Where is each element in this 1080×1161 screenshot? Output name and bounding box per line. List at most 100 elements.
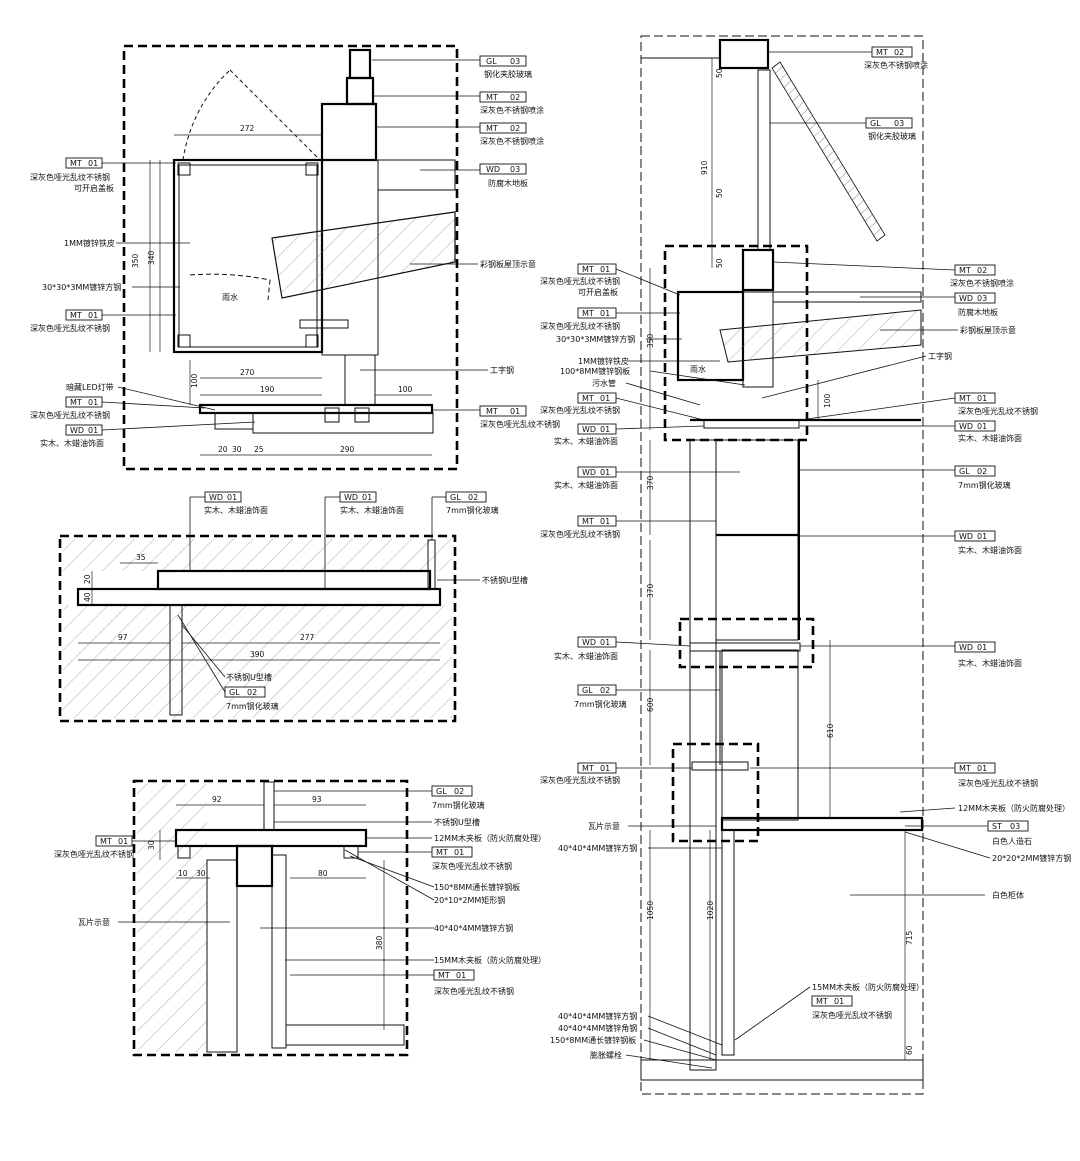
svg-text:深灰色哑光乱纹不锈钢: 深灰色哑光乱纹不锈钢 [540,321,620,331]
note-ibeam-r: 工字钢 [761,351,952,399]
svg-text:02: 02 [977,266,987,275]
tag-wd01-r2: WD 01 实木、木蜡油饰面 [800,530,1022,555]
svg-text:10: 10 [178,869,188,878]
dim-270: 270 [240,368,255,377]
svg-text:715: 715 [905,930,914,945]
note-uchannel-b1: 不锈钢U型槽 [437,575,528,585]
svg-text:深灰色哑光乱纹不锈钢: 深灰色哑光乱纹不锈钢 [540,276,620,286]
tag-mt01-a-mid: MT 01 深灰色哑光乱纹不锈钢 [30,309,176,333]
svg-text:深灰色哑光乱纹不锈钢: 深灰色哑光乱纹不锈钢 [30,172,110,182]
svg-text:01: 01 [600,309,610,318]
svg-text:01: 01 [88,159,98,168]
tag-wd01-l3: WD 01 实木、木蜡油饰面 [554,636,691,661]
tag-wd01-r1: WD 01 实木、木蜡油饰面 [800,420,1022,443]
dim-100b: 100 [398,385,413,394]
rain-label-a: 雨水 [222,292,238,302]
svg-text:01: 01 [600,265,610,274]
svg-text:02: 02 [894,48,904,57]
note-galvtube-c: 40*40*4MM镀锌方钢 [260,923,513,933]
tag-mt01-c-left: MT 01 深灰色哑光乱纹不锈钢 [54,835,176,859]
svg-text:01: 01 [977,422,987,431]
cover-swing-arc [182,69,231,161]
svg-text:可开启盖板: 可开启盖板 [578,287,618,297]
svg-text:GL: GL [486,57,497,66]
svg-text:30*30*3MM镀锌方钢: 30*30*3MM镀锌方钢 [42,282,121,292]
svg-text:390: 390 [250,650,265,659]
tag-wd01-b2: WD 01 实木、木蜡油饰面 [324,491,404,589]
svg-text:MT: MT [436,848,448,857]
svg-text:40*40*4MM镀锌角钢: 40*40*4MM镀锌角钢 [558,1023,637,1033]
tag-mt01-r2: MT 01 深灰色哑光乱纹不锈钢 [750,762,1038,788]
svg-text:01: 01 [977,643,987,652]
svg-text:MT: MT [959,764,971,773]
tag-wd01-r3: WD 01 实木、木蜡油饰面 [800,641,1022,668]
svg-text:工字钢: 工字钢 [928,351,952,361]
note-sewage-l: 污水管 [592,378,701,406]
svg-text:MT: MT [582,394,594,403]
svg-text:深灰色哑光乱纹不锈钢: 深灰色哑光乱纹不锈钢 [480,419,560,429]
svg-text:7mm钢化玻璃: 7mm钢化玻璃 [446,505,499,515]
svg-text:01: 01 [88,426,98,435]
note-laminated-glass: 钢化夹胶玻璃 [484,69,532,79]
svg-text:MT: MT [959,266,971,275]
svg-text:40: 40 [83,592,92,602]
dim-190: 190 [260,385,275,394]
svg-text:MT: MT [582,764,594,773]
tag-st03-r: ST 03 白色人造石 [905,820,1032,846]
glass-top-a [348,48,372,80]
svg-text:40*40*4MM镀锌方钢: 40*40*4MM镀锌方钢 [434,923,513,933]
detail-b: 35 20 40 97 277 390 WD 01 实木、木蜡油饰面 WD 01… [58,491,528,723]
svg-text:01: 01 [362,493,372,502]
svg-text:MT: MT [486,93,498,102]
svg-text:MT: MT [486,407,498,416]
svg-text:实木、木蜡油饰面: 实木、木蜡油饰面 [554,480,618,490]
svg-text:03: 03 [1010,822,1020,831]
roof-sheet-a [271,211,456,299]
svg-text:深灰色哑光乱纹不锈钢: 深灰色哑光乱纹不锈钢 [958,406,1038,416]
tag-gl02-c: GL 02 7mm钢化玻璃 [274,785,485,810]
tag-mt01-l5: MT 01 深灰色哑光乱纹不锈钢 [540,762,692,785]
svg-text:彩钢板屋顶示意: 彩钢板屋顶示意 [960,325,1016,335]
svg-text:20: 20 [83,574,92,584]
svg-text:MT: MT [582,309,594,318]
tag-mt01-bottom-r: 15MM木夹板（防火防腐处理） MT 01 深灰色哑光乱纹不锈钢 [734,982,924,1041]
tag-gl03-r: GL 03 钢化夹胶玻璃 [770,117,916,141]
svg-text:01: 01 [977,764,987,773]
svg-text:MT: MT [959,394,971,403]
svg-text:01: 01 [600,425,610,434]
note-galvtube40-l: 40*40*4MM镀锌方钢 [558,843,722,853]
svg-text:02: 02 [510,124,520,133]
svg-text:50: 50 [715,68,724,78]
note-galv-sheet-a: 1MM镀锌铁皮 [64,238,190,248]
note-plywood15-c: 15MM木夹板（防火防腐处理） [285,955,546,965]
svg-text:370: 370 [646,583,655,598]
svg-text:白色柜体: 白色柜体 [992,890,1024,900]
svg-text:WD: WD [959,532,973,541]
dim-30: 30 [232,445,242,454]
tag-mt01-l2: MT 01 深灰色哑光乱纹不锈钢 [540,307,680,331]
svg-text:不锈钢U型槽: 不锈钢U型槽 [434,817,480,827]
svg-text:彩钢板屋顶示意: 彩钢板屋顶示意 [480,259,536,269]
svg-text:150*8MM通长镀锌钢板: 150*8MM通长镀锌钢板 [550,1035,636,1045]
svg-text:60: 60 [905,1045,914,1055]
svg-text:深灰色哑光乱纹不锈钢: 深灰色哑光乱纹不锈钢 [540,529,620,539]
note-whitebody-r: 白色柜体 [850,890,1024,900]
svg-text:不锈钢U型槽: 不锈钢U型槽 [226,672,272,682]
detail-a: 272 350 340 100 270 190 100 20 30 25 290… [30,44,560,471]
svg-text:MT: MT [100,837,112,846]
svg-text:1MM镀锌铁皮: 1MM镀锌铁皮 [578,356,629,366]
note-ibeam-a: 工字钢 [360,365,514,375]
tag-gl02-b1: GL 02 7mm钢化玻璃 [431,491,499,540]
note-galvtube40-l2: 40*40*4MM镀锌方钢 [558,1011,723,1046]
svg-text:MT: MT [70,311,82,320]
top-steel-box [718,38,770,70]
tag-wd03-a: WD 03 防腐木地板 [420,163,528,188]
callout-box-3 [671,742,760,843]
svg-text:GL: GL [229,688,240,697]
svg-text:MT: MT [70,159,82,168]
svg-text:15MM木夹板（防火防腐处理）: 15MM木夹板（防火防腐处理） [812,982,924,992]
svg-text:WD: WD [209,493,223,502]
tag-mt01-l1: MT 01 深灰色哑光乱纹不锈钢 可开启盖板 [540,263,681,297]
svg-text:深灰色哑光乱纹不锈钢: 深灰色哑光乱纹不锈钢 [434,986,514,996]
